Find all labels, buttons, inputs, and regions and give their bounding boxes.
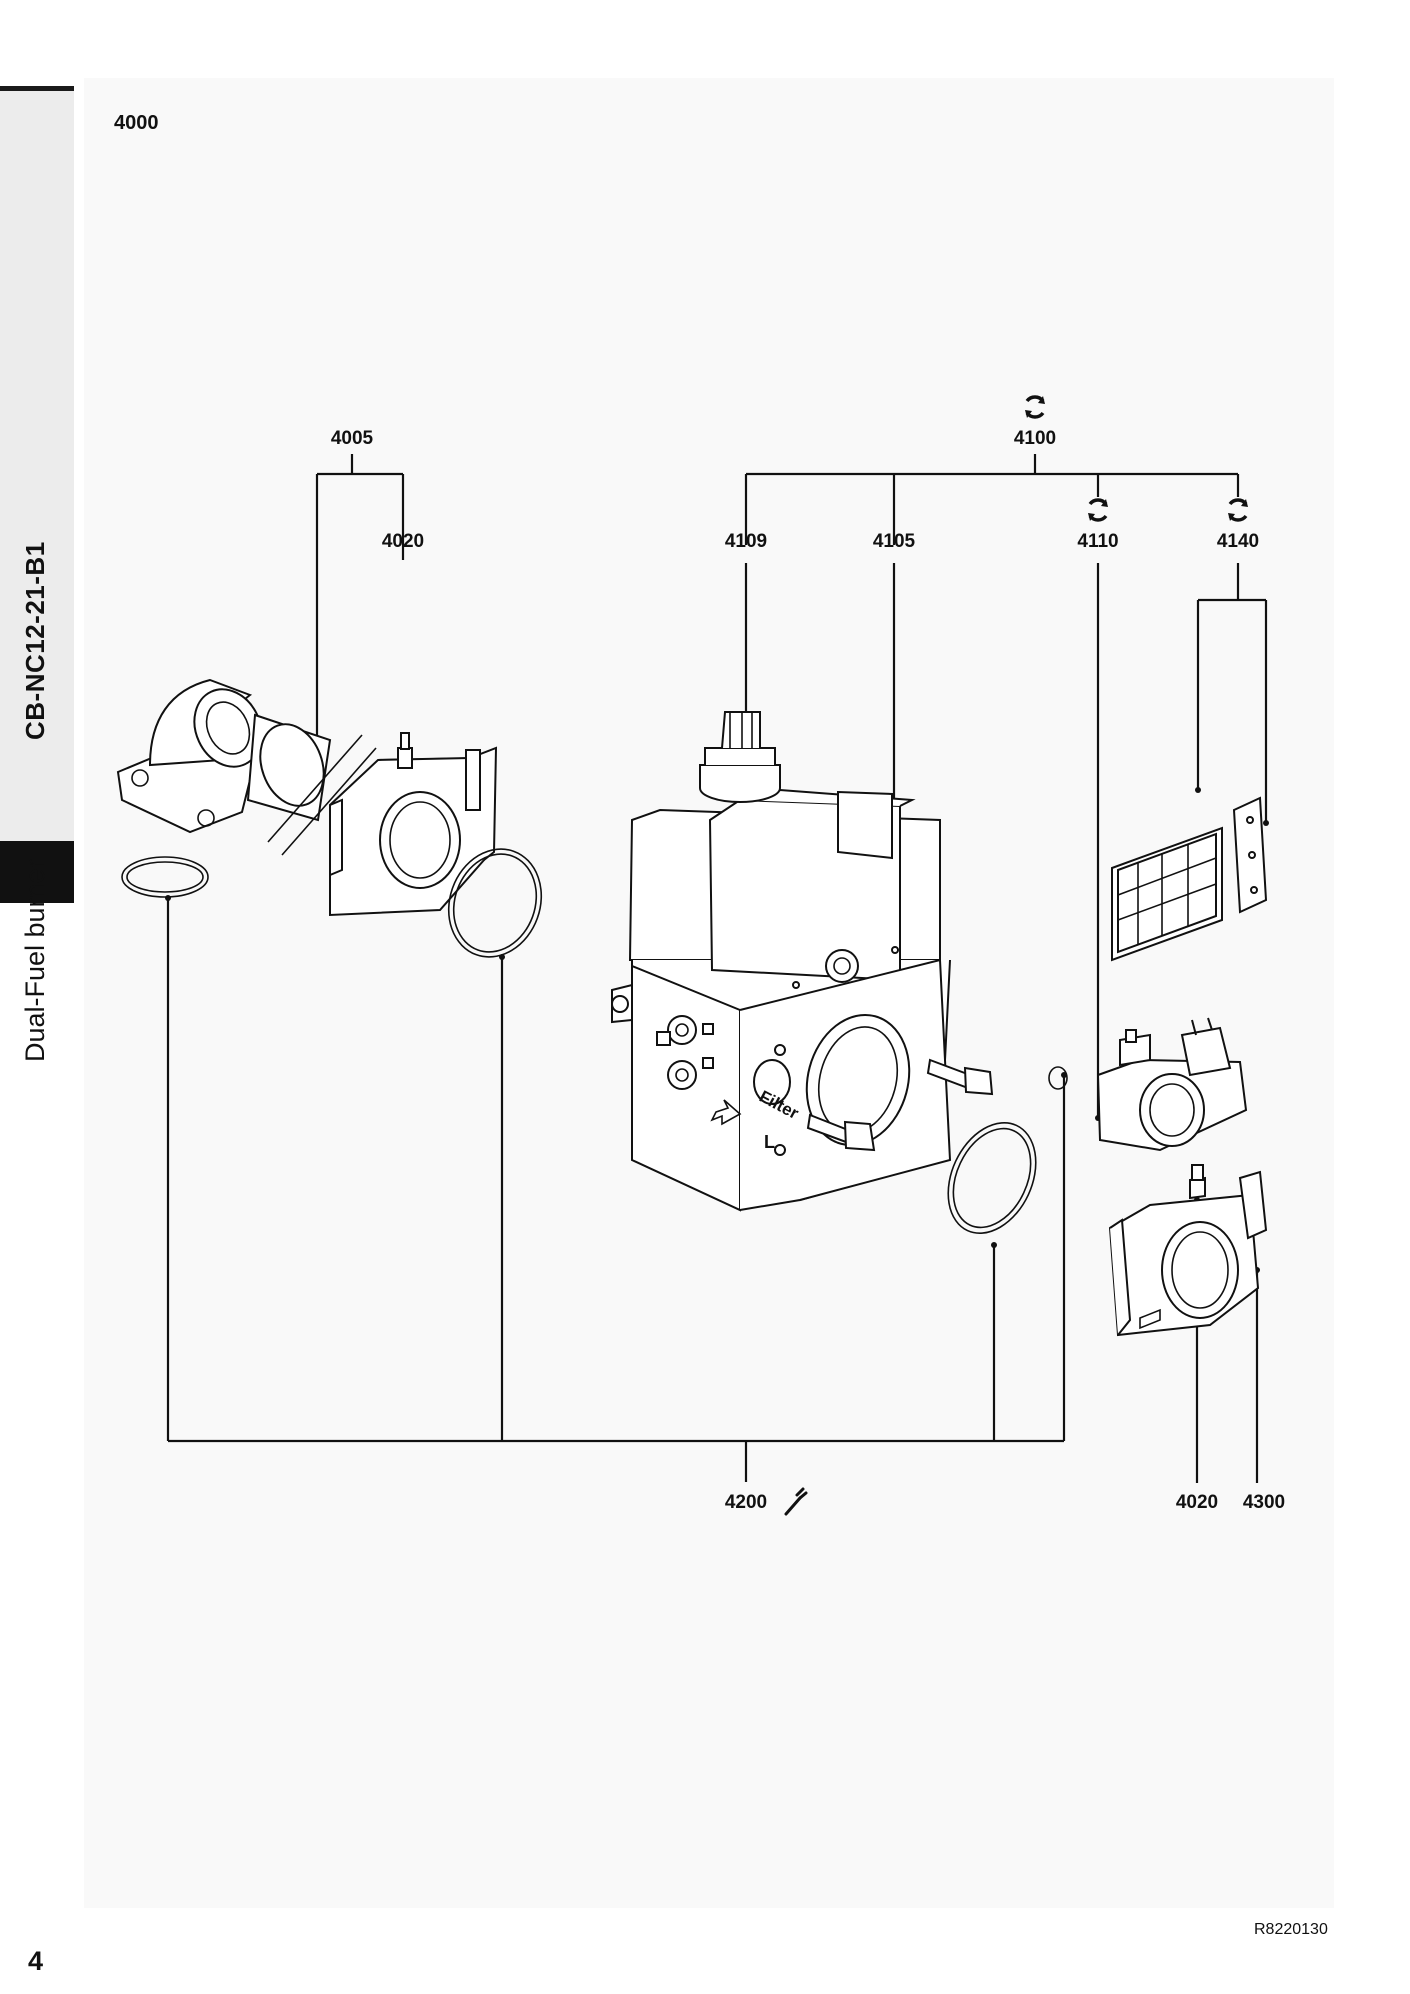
sidebar	[0, 86, 74, 1986]
group-number: 4000	[114, 112, 159, 134]
flange-4300	[1108, 1164, 1268, 1337]
part-label-4110: 4110	[1077, 531, 1118, 552]
reference-code: R8220130	[1254, 1921, 1328, 1938]
part-label-4020-bottom: 4020	[1176, 1492, 1218, 1513]
sidebar-grey-band	[0, 91, 74, 841]
o-ring-right-inner	[952, 1127, 1032, 1229]
part-label-4005: 4005	[331, 428, 374, 449]
pressure-switch-4110	[1096, 1017, 1248, 1152]
part-label-4109: 4109	[725, 531, 767, 552]
flange-4020-top	[329, 732, 498, 917]
filter-insert-4140	[1111, 796, 1268, 962]
part-label-4300: 4300	[1243, 1492, 1285, 1513]
o-ring-mid-inner	[452, 853, 538, 953]
page-number: 4	[28, 1946, 44, 1976]
sidebar-black-tab	[0, 841, 74, 903]
part-label-4105: 4105	[873, 531, 916, 552]
elbow-fitting-4005	[116, 678, 377, 856]
o-ring-mid	[447, 848, 543, 958]
replacement-part-icon	[1088, 498, 1108, 522]
o-ring-left-inner	[126, 861, 204, 893]
part-label-4200: 4200	[725, 1492, 767, 1513]
o-ring-left	[121, 856, 209, 898]
leader-lines	[166, 454, 1268, 1483]
o-ring-right	[947, 1121, 1037, 1235]
part-label-4020-top: 4020	[382, 531, 424, 552]
replacement-part-icon	[1025, 395, 1045, 419]
valve-port-marking: L	[764, 1132, 775, 1152]
replacement-part-icon	[1228, 498, 1248, 522]
gas-valve-4100: Filter L	[611, 711, 994, 1212]
part-label-4140: 4140	[1217, 531, 1259, 552]
sidebar-top-bar	[0, 86, 74, 91]
small-seal-ring	[1048, 1066, 1068, 1090]
wrench-icon	[784, 1487, 808, 1516]
part-label-4100: 4100	[1014, 428, 1056, 449]
